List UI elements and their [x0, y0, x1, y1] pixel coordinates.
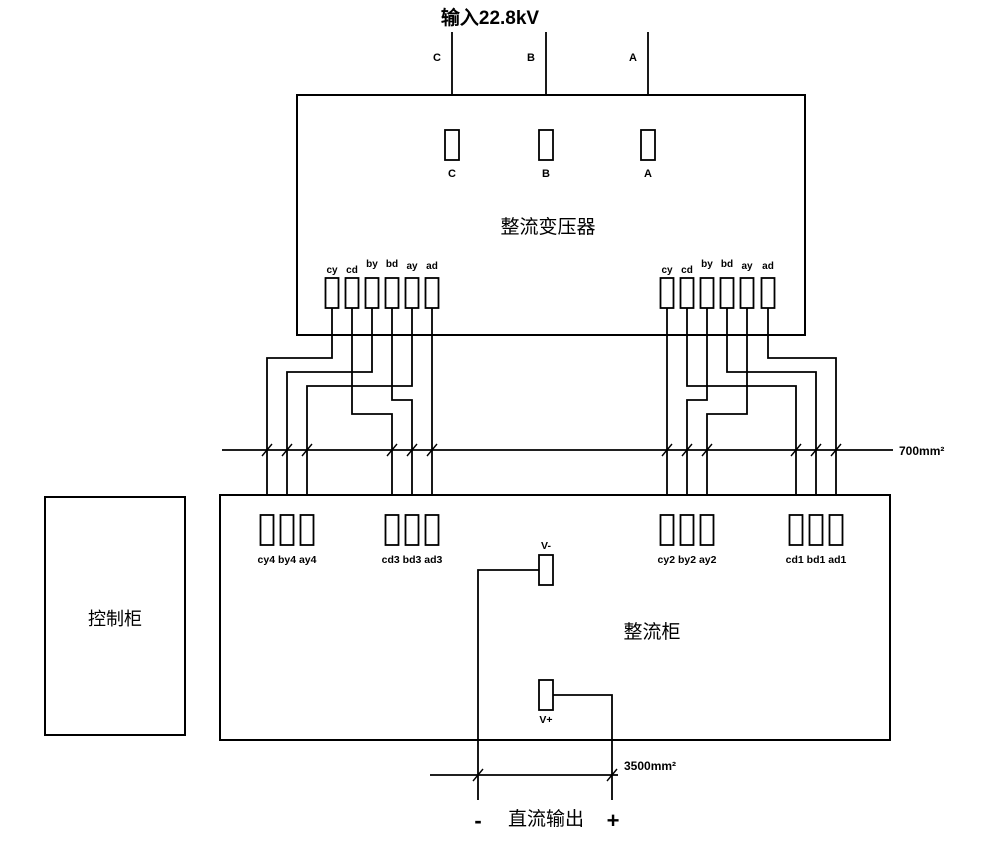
terminal-ad1 [828, 514, 844, 546]
terminal-label-bd-left: bd [386, 259, 398, 270]
terminal-label-cd-right: cd [681, 265, 693, 276]
dc-plus-sign: + [607, 808, 620, 833]
cable-tick [810, 443, 822, 457]
terminal-by2 [679, 514, 695, 546]
phase-label-c-top: C [433, 52, 441, 64]
terminal-group-label-3: cy2 by2 ay2 [658, 554, 717, 566]
terminal-ay2 [699, 514, 715, 546]
terminal-label-ad-right: ad [762, 261, 774, 272]
wire-by-left [286, 308, 373, 515]
busbar-size-label: 700mm² [899, 444, 944, 458]
terminal-ad3 [424, 514, 440, 546]
phase-label-c-box: C [448, 168, 456, 180]
cable-tick [681, 443, 693, 457]
busbar-700: 700mm² [222, 443, 944, 458]
terminal-label-cy-left: cy [326, 265, 338, 276]
phase-label-a-box: A [644, 168, 652, 180]
dc-output-section: 3500mm² - 直流输出 + [430, 759, 676, 833]
terminal-label-cd-left: cd [346, 265, 358, 276]
terminal-cd-left [344, 277, 360, 309]
terminal-ad-right [760, 277, 776, 309]
transformer-bushing-c [444, 129, 460, 161]
cable-tick [606, 768, 618, 782]
terminal-group-label-4: cd1 bd1 ad1 [786, 554, 847, 566]
cable-tick [301, 443, 313, 457]
terminal-by-right [699, 277, 715, 309]
terminal-group-label-1: cy4 by4 ay4 [258, 554, 317, 566]
phase-label-b-box: B [542, 168, 550, 180]
terminal-label-bd-right: bd [721, 259, 733, 270]
terminal-label-by-left: by [366, 259, 378, 270]
v-plus-label: V+ [539, 714, 552, 726]
terminal-label-cy-right: cy [661, 265, 673, 276]
terminal-cd-right [679, 277, 695, 309]
wire-cy-left [266, 308, 333, 515]
wire-by-right [686, 308, 708, 515]
dc-minus-sign: - [474, 808, 481, 833]
terminal-label-ad-left: ad [426, 261, 438, 272]
rectifier-cabinet-box [219, 494, 891, 741]
terminal-bd3 [404, 514, 420, 546]
wire-bd-left [391, 308, 413, 515]
wire-ay-left [306, 308, 413, 515]
control-cabinet: 控制柜 [44, 496, 186, 736]
rectifier-cabinet-title: 整流柜 [623, 621, 680, 643]
terminal-cy-left [324, 277, 340, 309]
rectifier-cabinet: 整流柜 cy4 by4 ay4 cd3 bd3 ad3 cy2 by2 ay2 … [219, 494, 891, 800]
terminal-group-label-2: cd3 bd3 ad3 [382, 554, 443, 566]
cable-tick [426, 443, 438, 457]
phase-label-a-top: A [629, 52, 637, 64]
wire-v-plus [553, 694, 613, 800]
transformer-bushing-a [640, 129, 656, 161]
cable-tick [661, 443, 673, 457]
terminal-bd-left [384, 277, 400, 309]
cable-tick [830, 443, 842, 457]
terminal-ay-left [404, 277, 420, 309]
control-cabinet-box [44, 496, 186, 736]
transformer-title: 整流变压器 [500, 216, 595, 238]
control-cabinet-title: 控制柜 [88, 609, 142, 629]
cable-tick [472, 768, 484, 782]
wire-bd-right [726, 308, 817, 515]
wire-cd-left [351, 308, 393, 515]
terminal-cy4 [259, 514, 275, 546]
phase-label-b-top: B [527, 52, 535, 64]
cable-tick [281, 443, 293, 457]
terminal-label-ay-left: ay [406, 261, 418, 272]
cable-tick [790, 443, 802, 457]
terminal-bd1 [808, 514, 824, 546]
terminal-ad-left [424, 277, 440, 309]
secondary-wiring [266, 308, 837, 515]
terminal-by-left [364, 277, 380, 309]
v-minus-terminal [538, 554, 554, 586]
terminal-label-ay-right: ay [741, 261, 753, 272]
terminal-ay-right [739, 277, 755, 309]
terminal-ay4 [299, 514, 315, 546]
v-plus-terminal [538, 679, 554, 711]
terminal-label-by-right: by [701, 259, 713, 270]
cable-tick [701, 443, 713, 457]
transformer-bushing-b [538, 129, 554, 161]
wire-v-minus [477, 569, 539, 800]
terminal-cd3 [384, 514, 400, 546]
input-voltage-title: 输入22.8kV [441, 6, 540, 29]
terminal-bd-right [719, 277, 735, 309]
wire-ay-right [706, 308, 748, 515]
terminal-cy-right [659, 277, 675, 309]
cable-tick [406, 443, 418, 457]
dc-output-title: 直流输出 [508, 808, 584, 830]
terminal-cy2 [659, 514, 675, 546]
transformer-unit: C B A 整流变压器 cy cd by bd ay ad cy cd by b… [296, 94, 806, 336]
cable-tick [261, 443, 273, 457]
terminal-by4 [279, 514, 295, 546]
transformer-secondary-left: cy cd by bd ay ad [324, 259, 440, 309]
cable-tick [386, 443, 398, 457]
dc-cable-size-label: 3500mm² [624, 759, 676, 773]
wire-ad-right [767, 308, 837, 515]
terminal-cd1 [788, 514, 804, 546]
v-minus-label: V- [541, 540, 551, 552]
wire-cd-right [686, 308, 797, 515]
